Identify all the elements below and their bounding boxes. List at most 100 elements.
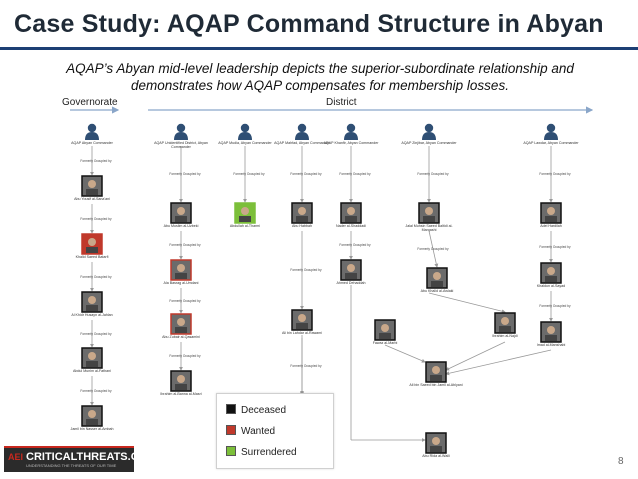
person-photo bbox=[494, 312, 516, 334]
person-name: Imad al-Manshabi bbox=[536, 343, 566, 347]
photo-shoulders bbox=[175, 273, 187, 279]
person-name: Ali bin Saeed bin Jamil al-Ablyani bbox=[409, 383, 463, 387]
edge-label: Formerly Occupied by bbox=[80, 158, 112, 163]
person-photo bbox=[81, 347, 103, 369]
person-body-icon bbox=[238, 132, 252, 140]
photo-shoulders bbox=[86, 305, 98, 311]
slide-subtitle: AQAP’s Abyan mid-level leadership depict… bbox=[20, 60, 620, 94]
commander-icon bbox=[85, 123, 99, 140]
person-photo bbox=[170, 202, 192, 224]
photo-face-icon bbox=[432, 437, 440, 445]
column-header: AQAP Abyan Commander bbox=[71, 141, 113, 145]
person-photo bbox=[425, 432, 447, 454]
photo-face-icon bbox=[501, 317, 509, 325]
edge-label: Formerly Occupied by bbox=[233, 172, 265, 176]
formerly-edge bbox=[428, 230, 439, 268]
photo-shoulders bbox=[545, 276, 557, 282]
photo-shoulders bbox=[423, 216, 435, 222]
person-photo bbox=[81, 291, 103, 313]
column-header: AQAP Lawdar, Abyan Commander bbox=[523, 141, 579, 145]
photo-face-icon bbox=[298, 207, 306, 215]
photo-face-icon bbox=[88, 296, 96, 304]
person-name: Ala Basrag al-Umdani bbox=[163, 281, 199, 285]
person-name: Abu Rida al-Waili bbox=[422, 454, 450, 458]
commander-icon bbox=[544, 123, 558, 140]
person-photo bbox=[291, 202, 313, 224]
person-name: Abu Habbah bbox=[292, 224, 312, 228]
column-header: AQAP Khanfir, Abyan Commander bbox=[323, 141, 379, 145]
photo-shoulders bbox=[86, 419, 98, 425]
district-label: District bbox=[326, 97, 357, 108]
edge-label: Formerly Occupied by bbox=[339, 243, 371, 247]
column-header: AQAP Zinjibar, Abyan Commander bbox=[401, 141, 457, 145]
person-name: Abu Khalid al-Awlaki bbox=[420, 289, 454, 293]
person-head-icon bbox=[240, 123, 250, 133]
edge-label: Formerly Occupied by bbox=[169, 172, 201, 176]
photo-shoulders bbox=[86, 247, 98, 253]
chart-nodes bbox=[81, 123, 562, 454]
commander-icon bbox=[174, 123, 188, 140]
legend-label: Surrendered bbox=[241, 447, 297, 458]
commander-icon bbox=[344, 123, 358, 140]
swatch-deceased bbox=[226, 404, 236, 414]
photo-face-icon bbox=[88, 180, 96, 188]
person-head-icon bbox=[424, 123, 434, 133]
photo-shoulders bbox=[499, 326, 511, 332]
person-photo bbox=[170, 370, 192, 392]
person-name: Jalal Muhsin Saeed Baltidi al-Marqashi bbox=[405, 224, 453, 233]
photo-face-icon bbox=[425, 207, 433, 215]
photo-shoulders bbox=[296, 216, 308, 222]
person-body-icon bbox=[85, 132, 99, 140]
photo-shoulders bbox=[545, 216, 557, 222]
person-body-icon bbox=[422, 132, 436, 140]
person-name: Ali bin Lahdar al-Rawami bbox=[282, 331, 322, 335]
photo-face-icon bbox=[88, 238, 96, 246]
legend-item-deceased: Deceased bbox=[226, 404, 286, 416]
person-name: Abdullah al-Tharmi bbox=[229, 224, 261, 228]
formerly-edge bbox=[445, 349, 552, 376]
governorate-label: Governorate bbox=[62, 97, 118, 108]
photo-face-icon bbox=[381, 324, 389, 332]
photo-face-icon bbox=[298, 314, 306, 322]
person-photo bbox=[540, 321, 562, 343]
photo-shoulders bbox=[430, 375, 442, 381]
person-name: Abu Muslim al-Uzbeki bbox=[163, 224, 199, 228]
photo-face-icon bbox=[177, 207, 185, 215]
person-photo bbox=[374, 319, 396, 341]
edge-label: Formerly Occupied by bbox=[169, 354, 201, 358]
person-name: Ahmed Dehaddah bbox=[336, 281, 366, 285]
chart-edges bbox=[70, 106, 594, 442]
column-header: AQAP Unidentified District, Abyan Comman… bbox=[154, 141, 208, 150]
edge-label: Formerly Occupied by bbox=[80, 274, 112, 279]
commander-icon bbox=[238, 123, 252, 140]
photo-shoulders bbox=[345, 273, 357, 279]
photo-face-icon bbox=[177, 318, 185, 326]
footer-logo[interactable]: AEI CRITICALTHREATS.ORG UNDERSTANDING TH… bbox=[4, 446, 156, 472]
logo-mark: AEI bbox=[8, 452, 24, 462]
person-head-icon bbox=[87, 123, 97, 133]
person-photo bbox=[418, 202, 440, 224]
person-name: Khaldun al-Sayad bbox=[536, 284, 566, 288]
legend: Deceased Wanted Surrendered bbox=[216, 393, 334, 469]
edge-label: Formerly Occupied by bbox=[80, 331, 112, 336]
swatch-wanted bbox=[226, 425, 236, 435]
person-body-icon bbox=[344, 132, 358, 140]
photo-shoulders bbox=[86, 361, 98, 367]
photo-face-icon bbox=[241, 207, 249, 215]
photo-face-icon bbox=[88, 352, 96, 360]
person-name: Jamil bin Nasser al-Ambah bbox=[70, 427, 114, 431]
legend-item-surrendered: Surrendered bbox=[226, 446, 297, 458]
person-head-icon bbox=[346, 123, 356, 133]
photo-face-icon bbox=[547, 267, 555, 275]
commander-icon bbox=[295, 123, 309, 140]
photo-shoulders bbox=[239, 216, 251, 222]
person-body-icon bbox=[174, 132, 188, 140]
photo-shoulders bbox=[175, 216, 187, 222]
person-photo bbox=[81, 405, 103, 427]
person-photo bbox=[340, 259, 362, 281]
person-photo bbox=[81, 233, 103, 255]
edge-label: Formerly Occupied by bbox=[539, 304, 571, 308]
person-head-icon bbox=[176, 123, 186, 133]
person-name: Al Khidr Husayn al-Jahlan bbox=[71, 313, 113, 317]
